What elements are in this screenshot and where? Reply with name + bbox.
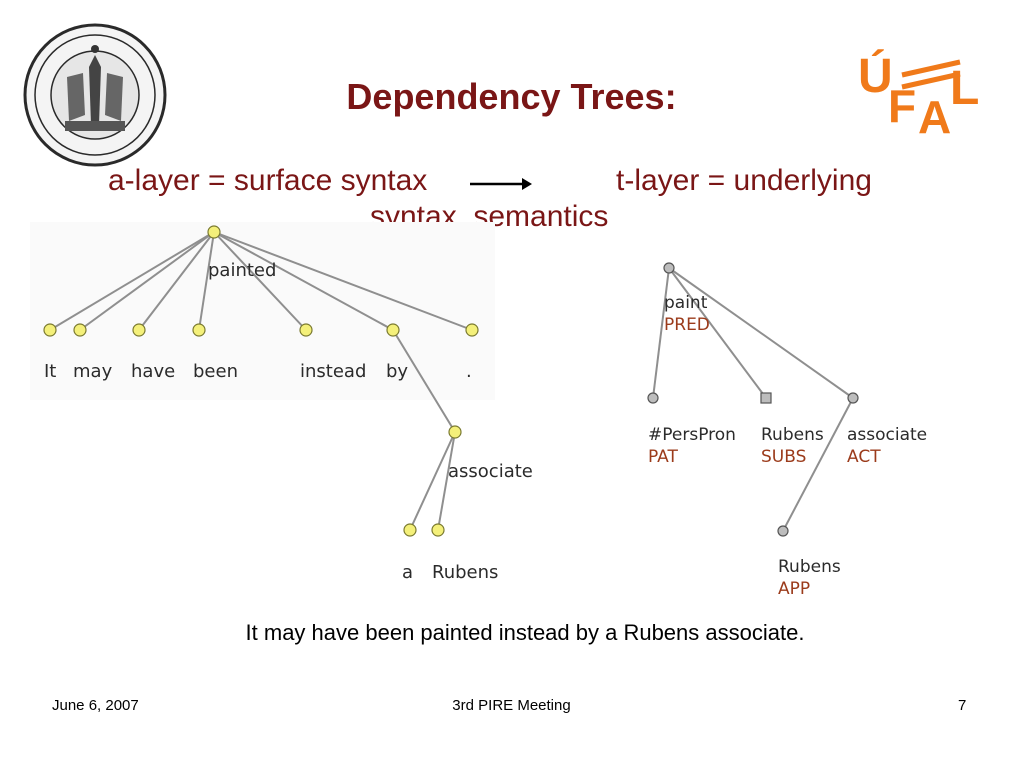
a-node-label: may (73, 361, 113, 382)
t-node-functor-root: PRED (664, 315, 710, 335)
a-node-label: by (386, 361, 409, 382)
a-node-label: It (44, 361, 57, 382)
t-node-lemma: Rubens (778, 557, 841, 577)
a-node-label: instead (300, 361, 367, 382)
ufal-letter-l: L (950, 62, 979, 115)
footer-event: 3rd PIRE Meeting (452, 697, 571, 714)
a-node-label: been (193, 361, 238, 382)
a-node-label: a (402, 562, 414, 583)
a-node-label: Rubens (432, 562, 499, 583)
t-node-lemma: associate (847, 425, 928, 445)
example-sentence-caption: It may have been painted instead by a Ru… (245, 620, 805, 645)
t-node-functor: SUBS (761, 447, 807, 467)
subtitle-a-layer: a-layer = surface syntax (108, 164, 428, 197)
t-node-lemma: #PersPron (648, 425, 736, 445)
t-node-functor: PAT (648, 447, 678, 467)
a-node-label: . (466, 361, 472, 382)
ufal-letter-f: F (888, 80, 916, 132)
slide-title: Dependency Trees: (346, 76, 677, 117)
footer-page-number: 7 (958, 697, 967, 714)
a-root-node (207, 225, 221, 239)
t-root-node (663, 262, 675, 274)
footer-date: June 6, 2007 (52, 697, 139, 714)
t-node-functor: APP (778, 579, 811, 599)
ufal-letter-a: A (918, 91, 951, 143)
t-node-lemma-root: paint (664, 293, 708, 313)
ufal-letter-u: Ú (858, 48, 893, 103)
t-node-functor: ACT (847, 447, 881, 467)
t-node-lemma: Rubens (761, 425, 824, 445)
subtitle-t-layer: t-layer = underlying (616, 164, 872, 197)
a-node-label: associate (448, 461, 533, 482)
a-node-label-root: painted (208, 260, 277, 281)
a-node-label: have (131, 361, 176, 382)
